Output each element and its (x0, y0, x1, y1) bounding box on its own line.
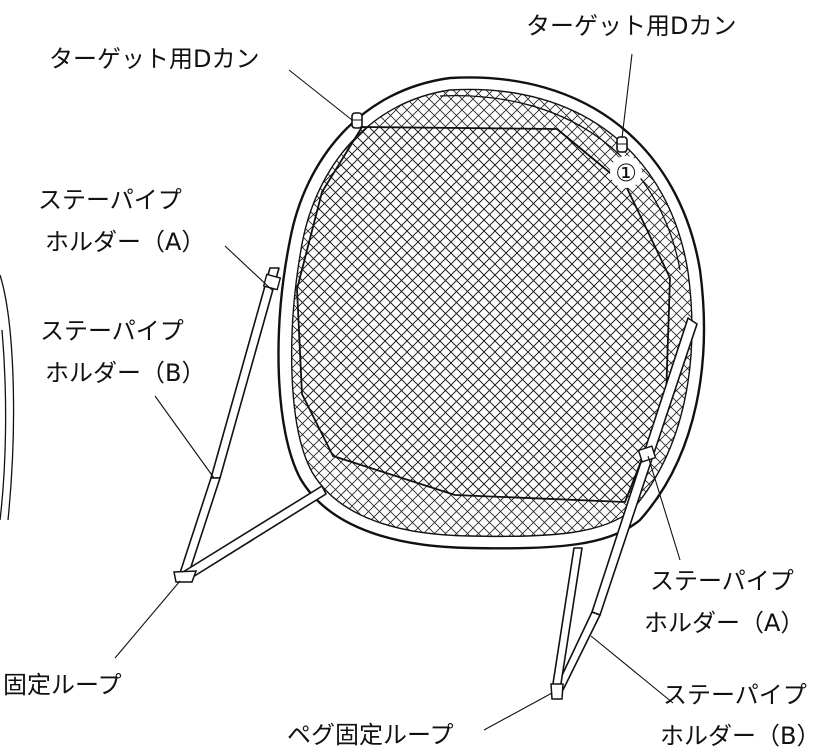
label-d-ring-right: ターゲット用Dカン (526, 12, 736, 40)
d-ring-right (616, 136, 628, 153)
net-mesh-inner-panel (296, 126, 671, 503)
label-fixing-loop: 固定ループ (3, 671, 122, 699)
label-stay-holder-b-left-1: ステーパイプ (40, 317, 184, 345)
stay-pipe-left-upper (210, 267, 280, 479)
label-stay-holder-b-right-2: ホルダー（B） (660, 722, 820, 749)
net-outer-frame (277, 76, 706, 550)
label-stay-holder-a-left-1: ステーパイプ (38, 186, 182, 214)
label-peg-fixing-loop: ペグ固定ループ (287, 721, 454, 749)
peg-loop-left (173, 570, 198, 583)
label-stay-holder-a-right-1: ステーパイプ (650, 567, 794, 595)
stay-pipes (173, 267, 698, 700)
label-stay-holder-b-right-1: ステーパイプ (663, 681, 807, 709)
peg-loop-right (550, 683, 564, 700)
holder-a-left (262, 273, 282, 291)
d-ring-left (351, 112, 363, 129)
leader-lines (114, 53, 681, 731)
label-d-ring-left: ターゲット用Dカン (49, 45, 259, 73)
label-stay-holder-b-left-2: ホルダー（B） (45, 359, 205, 387)
net-rim-inner-line (439, 95, 681, 271)
target-net (277, 76, 706, 550)
label-stay-holder-a-right-2: ホルダー（A） (644, 609, 804, 637)
marker-1: ① (615, 159, 637, 187)
marker-1-circle (610, 156, 642, 188)
adjacent-frame-edge (0, 274, 15, 521)
label-stay-holder-a-left-2: ホルダー（A） (45, 228, 205, 256)
